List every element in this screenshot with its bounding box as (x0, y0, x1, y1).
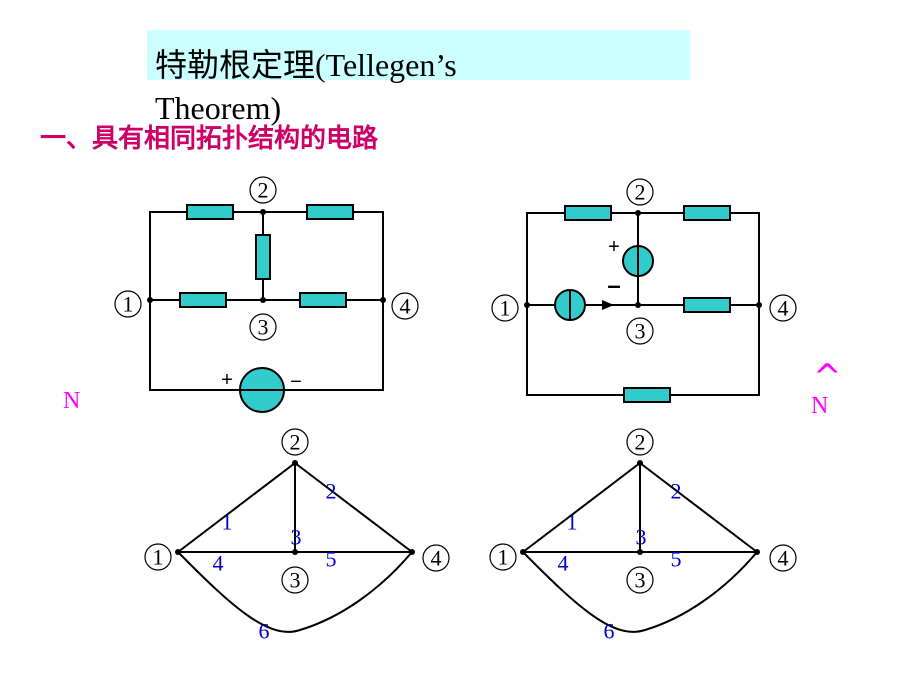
node-marker-3 (626, 317, 654, 345)
branch-label-5: 5 (671, 547, 682, 572)
graph-node-label-2: 2 (290, 430, 301, 455)
graph-node-label-1: 1 (498, 545, 509, 570)
source-plus-sign: + (608, 236, 620, 258)
hat-symbol: ^ (813, 357, 842, 397)
graph-node-label-4: 4 (431, 546, 442, 571)
node-label-1: 1 (500, 296, 511, 321)
resistor-1-2 (564, 205, 612, 221)
graph-node-dot (754, 549, 760, 555)
junction-dot (260, 209, 266, 215)
branch-label-4: 4 (213, 551, 224, 576)
branch-label-2: 2 (326, 479, 337, 504)
node-marker-1 (114, 290, 142, 318)
graph-branch-6 (177, 551, 413, 633)
graph-left: 2 1 3 4 1 2 3 4 5 6 (144, 428, 450, 644)
graph-node-dot (409, 549, 415, 555)
branch-label-2: 2 (671, 479, 682, 504)
graph-node-marker-4 (769, 544, 797, 572)
resistor-2-4 (306, 204, 354, 220)
node-label-3: 3 (635, 319, 646, 344)
resistor-3-4 (299, 292, 347, 308)
graph-node-label-3: 3 (635, 568, 646, 593)
wire-right-upper (263, 211, 384, 301)
wire-left-upper (526, 212, 638, 306)
junction-dot (524, 302, 530, 308)
graph-node-dot (175, 549, 181, 555)
graph-node-marker-4 (422, 544, 450, 572)
graph-right: 2 1 3 4 1 2 3 4 5 6 (489, 428, 797, 644)
circuit-n-hat: + – 2 1 3 4 (491, 178, 797, 403)
graph-node-label-3: 3 (290, 568, 301, 593)
graph-node-marker-2 (281, 428, 309, 456)
resistor-3-4 (683, 297, 731, 313)
source-plus-sign: + (221, 369, 233, 391)
resistor-1-3 (179, 292, 227, 308)
network-label-n: N (63, 388, 81, 414)
graph-branch-2 (294, 462, 413, 553)
graph-branch-2 (639, 462, 758, 553)
branch-label-5: 5 (326, 547, 337, 572)
junction-dot (147, 297, 153, 303)
junction-dot (756, 302, 762, 308)
graph-branch-1 (177, 462, 296, 553)
graph-node-marker-3 (281, 566, 309, 594)
wire-left-upper (149, 211, 263, 301)
node-marker-1 (491, 294, 519, 322)
graph-branch-6 (522, 551, 758, 633)
junction-dot (380, 297, 386, 303)
graph-branch-1 (522, 462, 641, 553)
node-marker-2 (249, 176, 277, 204)
resistor-1-4 (623, 387, 671, 403)
graph-node-dot (520, 549, 526, 555)
source-minus-sign: – (607, 273, 620, 300)
junction-dot (635, 210, 641, 216)
branch-label-3: 3 (636, 525, 647, 550)
graph-node-dot (637, 549, 643, 555)
graph-node-marker-1 (489, 543, 517, 571)
node-label-4: 4 (400, 294, 411, 319)
branch-label-6: 6 (259, 619, 270, 644)
wire-right-upper (638, 212, 760, 306)
graph-node-dot (292, 549, 298, 555)
graph-node-label-4: 4 (778, 546, 789, 571)
resistor-2-4 (683, 205, 731, 221)
current-arrow-icon (602, 300, 614, 310)
branch-label-1: 1 (567, 510, 578, 535)
graph-node-dot (292, 460, 298, 466)
section-subtitle: 一、具有相同拓扑结构的电路 (40, 124, 379, 154)
node-label-1: 1 (123, 292, 134, 317)
page-title: 特勒根定理(Tellegen’s Theorem) (155, 47, 457, 126)
branch-label-6: 6 (604, 619, 615, 644)
graph-node-marker-1 (144, 543, 172, 571)
graph-node-marker-2 (626, 428, 654, 456)
branch-label-4: 4 (558, 551, 569, 576)
source-minus-sign: − (290, 371, 302, 393)
branch-label-3: 3 (291, 525, 302, 550)
network-label-n-hat: N (811, 393, 829, 419)
branch-label-1: 1 (222, 510, 233, 535)
node-label-3: 3 (258, 315, 269, 340)
node-marker-4 (769, 294, 797, 322)
node-label-2: 2 (258, 178, 269, 203)
graph-node-label-1: 1 (153, 545, 164, 570)
resistor-1-2 (186, 204, 234, 220)
node-label-4: 4 (778, 296, 789, 321)
junction-dot (260, 297, 266, 303)
junction-dot (635, 302, 641, 308)
graph-node-label-2: 2 (635, 430, 646, 455)
resistor-2-3 (255, 234, 271, 280)
title-background (147, 30, 690, 80)
graph-node-marker-3 (626, 566, 654, 594)
circuit-n: + − 2 1 3 4 (114, 176, 419, 413)
node-label-2: 2 (635, 180, 646, 205)
graph-node-dot (637, 460, 643, 466)
node-marker-2 (626, 178, 654, 206)
node-marker-3 (249, 313, 277, 341)
node-marker-4 (391, 292, 419, 320)
